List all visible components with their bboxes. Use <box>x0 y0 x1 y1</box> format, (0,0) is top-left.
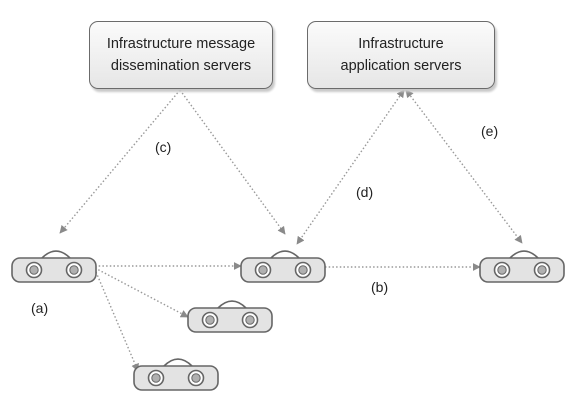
application-server-line2: application servers <box>340 58 462 74</box>
arrow-car-a-to-car-e <box>95 271 139 372</box>
arrow-dissem-to-car-b <box>179 89 286 235</box>
label-b: (b) <box>371 279 389 295</box>
car-d-icon <box>187 300 273 333</box>
car-c-icon <box>479 250 565 283</box>
application-server-line1: Infrastructure <box>358 36 444 52</box>
arrow-dissem-to-car-a <box>59 89 181 234</box>
dissemination-server-line1: Infrastructure message <box>106 36 256 52</box>
arrow-car-a-to-car-d <box>94 267 189 318</box>
arrow-app-car-c <box>405 89 523 244</box>
label-a: (a) <box>31 300 49 316</box>
car-e-icon <box>133 358 219 391</box>
label-c: (c) <box>155 139 172 155</box>
application-server-box: Infrastructure application servers <box>307 21 495 89</box>
dissemination-server-line2: dissemination servers <box>110 58 252 74</box>
dissemination-server-box: Infrastructure message dissemination ser… <box>89 21 273 89</box>
car-b-icon <box>240 250 326 283</box>
label-e: (e) <box>481 123 499 139</box>
label-d: (d) <box>356 184 374 200</box>
car-a-icon <box>11 250 97 283</box>
arrow-app-car-b <box>296 89 405 245</box>
